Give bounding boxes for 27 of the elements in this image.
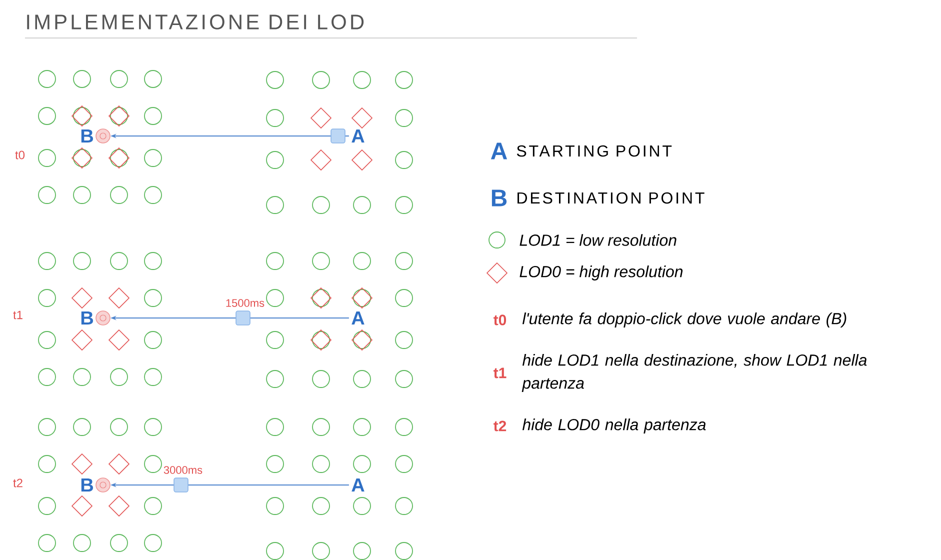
edge-label: 1500ms: [226, 299, 264, 307]
point-letter: A: [352, 129, 364, 143]
point-letter: B: [81, 129, 93, 143]
target-marker: [96, 310, 110, 326]
point-letter: A: [352, 311, 364, 325]
title: IMPLEMENTAZIONE DEI LOD: [27, 14, 364, 30]
step-text: hide LOD0 nella partenza: [522, 418, 706, 434]
target-marker: [96, 478, 110, 492]
legend-text: LOD1 = low resolution: [520, 234, 676, 246]
time-label: t0: [494, 314, 506, 326]
legend-text: LOD0 = high resolution: [520, 266, 683, 280]
key-text: DESTINATION POINT: [518, 192, 704, 204]
key-letter: A: [490, 142, 508, 160]
time-label: t1: [494, 368, 506, 378]
time-label: t1: [13, 310, 22, 320]
step-text: hide LOD1 nella destinazione, show LOD1 nella partenza: [522, 354, 867, 392]
target-marker: [96, 128, 110, 144]
time-label: t0: [15, 150, 25, 160]
key-letter: B: [492, 190, 507, 206]
point-letter: B: [81, 311, 93, 325]
step-text: l'utente fa doppio-click dove vuole andare (B): [522, 312, 846, 328]
edge-label: 3000ms: [164, 466, 202, 474]
time-label: t2: [13, 478, 22, 488]
key-text: STARTING POINT: [516, 145, 672, 157]
time-label: t2: [494, 420, 506, 432]
point-letter: B: [81, 478, 93, 492]
point-letter: A: [352, 478, 364, 492]
